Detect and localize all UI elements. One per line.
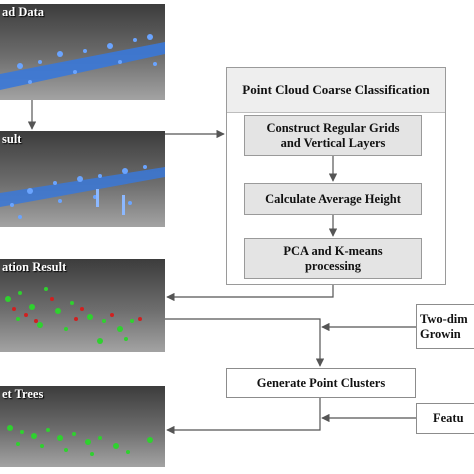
panel-label: et Trees <box>2 387 44 401</box>
blue-point-cloud-image <box>0 34 165 90</box>
raw-data-panel: ad Data <box>0 4 165 100</box>
blue-point-cloud-image <box>0 165 165 219</box>
generate-point-clusters-box: Generate Point Clusters <box>226 368 416 398</box>
tree-point-cloud-image <box>7 425 153 456</box>
panel-label: sult <box>2 132 22 146</box>
street-trees-panel: et Trees <box>0 386 165 467</box>
pca-kmeans-step: PCA and K-means processing <box>244 238 422 279</box>
feature-box: Featu <box>416 403 474 434</box>
two-dim-growing-box: Two-dim Growin <box>416 304 474 349</box>
result-panel: sult <box>0 131 165 227</box>
panel-label: ation Result <box>2 260 67 274</box>
classified-point-cloud-image <box>5 287 142 344</box>
classification-result-panel: ation Result <box>0 259 165 352</box>
group-title: Point Cloud Coarse Classification <box>227 68 445 113</box>
grid-construction-step: Construct Regular Grids and Vertical Lay… <box>244 115 422 156</box>
panel-label: ad Data <box>2 5 45 19</box>
average-height-step: Calculate Average Height <box>244 183 422 215</box>
